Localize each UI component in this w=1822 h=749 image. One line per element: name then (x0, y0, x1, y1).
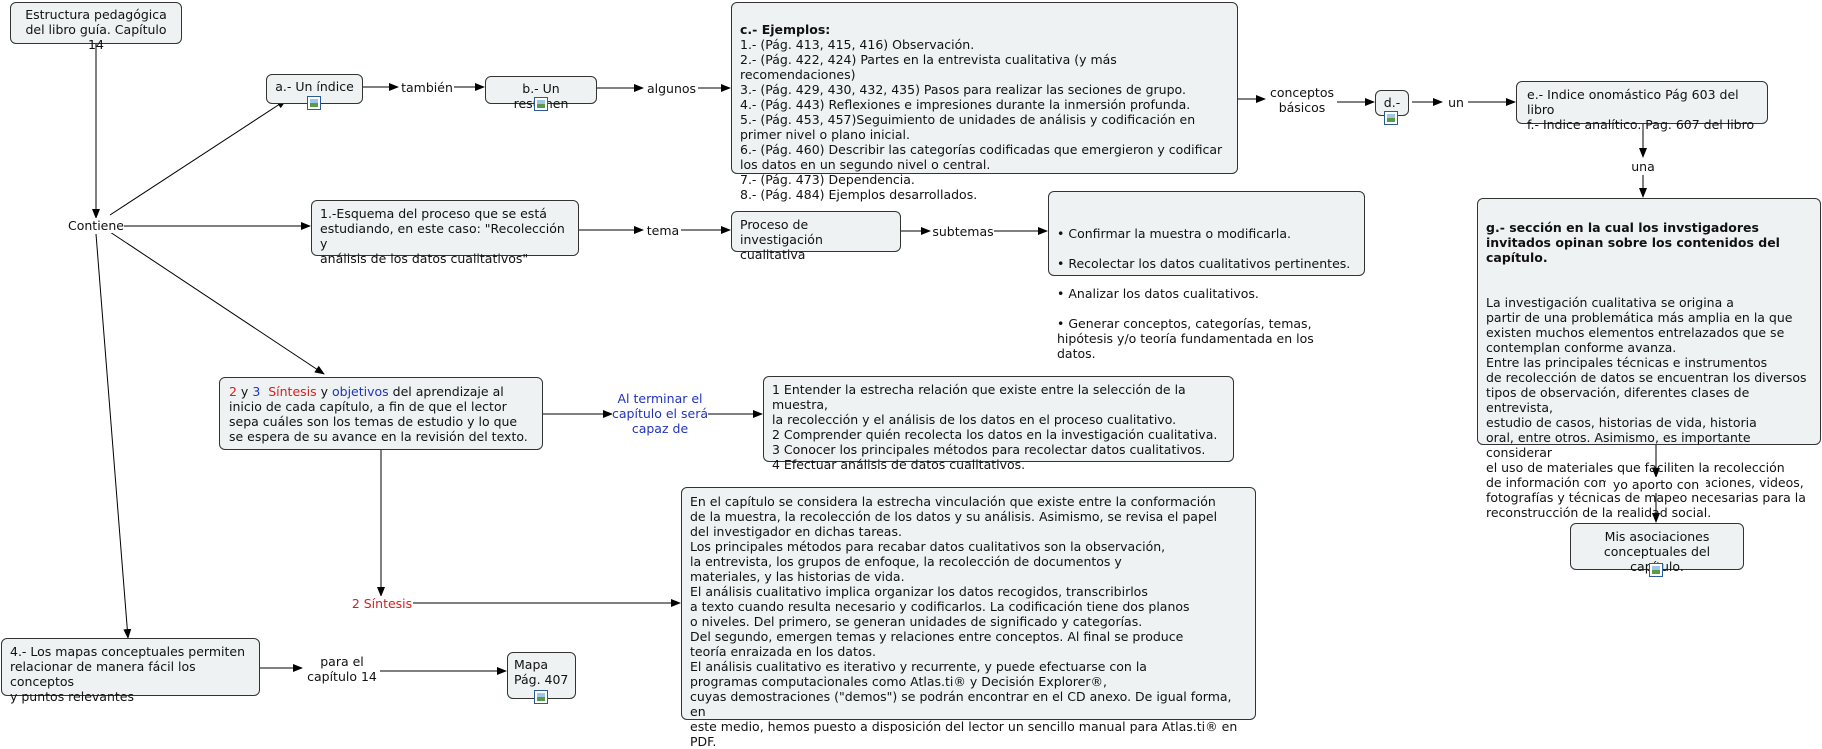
label-tema: tema (645, 223, 681, 238)
seccion-body: La investigación cualitativa se origina … (1486, 295, 1807, 520)
image-icon[interactable] (307, 96, 321, 110)
subtemas-list: • Confirmar la muestra o modificarla. • … (1057, 211, 1356, 376)
image-icon[interactable] (1384, 111, 1398, 125)
node-mapas[interactable]: 4.- Los mapas conceptuales permiten rela… (1, 638, 260, 704)
objetivos-word: objetivos (332, 384, 389, 399)
label-tambien: también (400, 80, 454, 95)
node-capacidades[interactable]: 1 Entender la estrecha relación que exis… (763, 376, 1234, 472)
label-un: un (1444, 95, 1468, 110)
label-2-sintesis: 2 Síntesis (351, 596, 413, 611)
node-esquema[interactable]: 1.-Esquema del proceso que se está estud… (311, 200, 579, 266)
label-yo-aporto: yo aporto con (1606, 477, 1706, 492)
objetivos-y2: y (316, 384, 332, 399)
list-item: • Recolectar los datos cualitativos pert… (1057, 256, 1351, 271)
list-item: • Confirmar la muestra o modificarla. (1057, 226, 1291, 241)
node-resumen[interactable]: b.- Un resumen (485, 76, 597, 111)
label-subtemas: subtemas (932, 224, 994, 239)
label-una: una (1628, 159, 1658, 174)
image-icon[interactable] (534, 690, 548, 704)
node-ejemplos[interactable]: c.- Ejemplos: 1.- (Pág. 413, 415, 416) O… (731, 2, 1238, 202)
root-node[interactable]: Estructura pedagógica del libro guía. Ca… (10, 2, 182, 52)
node-proceso[interactable]: Proceso de investigación cualitativa (731, 211, 901, 262)
list-item: • Analizar los datos cualitativos. (1057, 286, 1259, 301)
list-item: • Generar conceptos, categorías, temas, … (1057, 316, 1314, 361)
label-contiene: Contiene (68, 218, 124, 233)
label-algunos: algunos (645, 81, 698, 96)
node-objetivos[interactable]: 2 y 3 Síntesis y objetivos del aprendiza… (219, 377, 543, 450)
node-subtemas[interactable]: • Confirmar la muestra o modificarla. • … (1048, 191, 1365, 361)
ejemplos-title: c.- Ejemplos: (740, 22, 831, 37)
objetivos-y1: y (236, 384, 253, 399)
image-icon[interactable] (1649, 563, 1663, 577)
objetivos-rest: del aprendizaje al inicio de cada capítu… (229, 384, 528, 444)
objetivos-num-2: 2 (229, 384, 237, 399)
node-seccion[interactable]: g.- sección en la cual los invstigadores… (1477, 198, 1821, 520)
ejemplos-list: 1.- (Pág. 413, 415, 416) Observación. 2.… (740, 37, 1223, 202)
objetivos-num-3: 3 (252, 384, 261, 399)
label-al-terminar: Al terminar el capítulo el será capaz de (612, 391, 708, 436)
label-conceptos-basicos: conceptos básicos (1267, 85, 1337, 115)
label-para-el: para el capítulo 14 (304, 654, 380, 684)
objetivos-sintesis: Síntesis (268, 384, 317, 399)
seccion-title: g.- sección en la cual los invstigadores… (1486, 220, 1780, 265)
node-sintesis-texto[interactable]: En el capítulo se considera la estrecha … (681, 487, 1256, 749)
node-indices[interactable]: e.- Indice onomástico Pág 603 del libro … (1516, 81, 1768, 132)
image-icon[interactable] (534, 97, 548, 111)
connectors (92, 44, 1660, 675)
